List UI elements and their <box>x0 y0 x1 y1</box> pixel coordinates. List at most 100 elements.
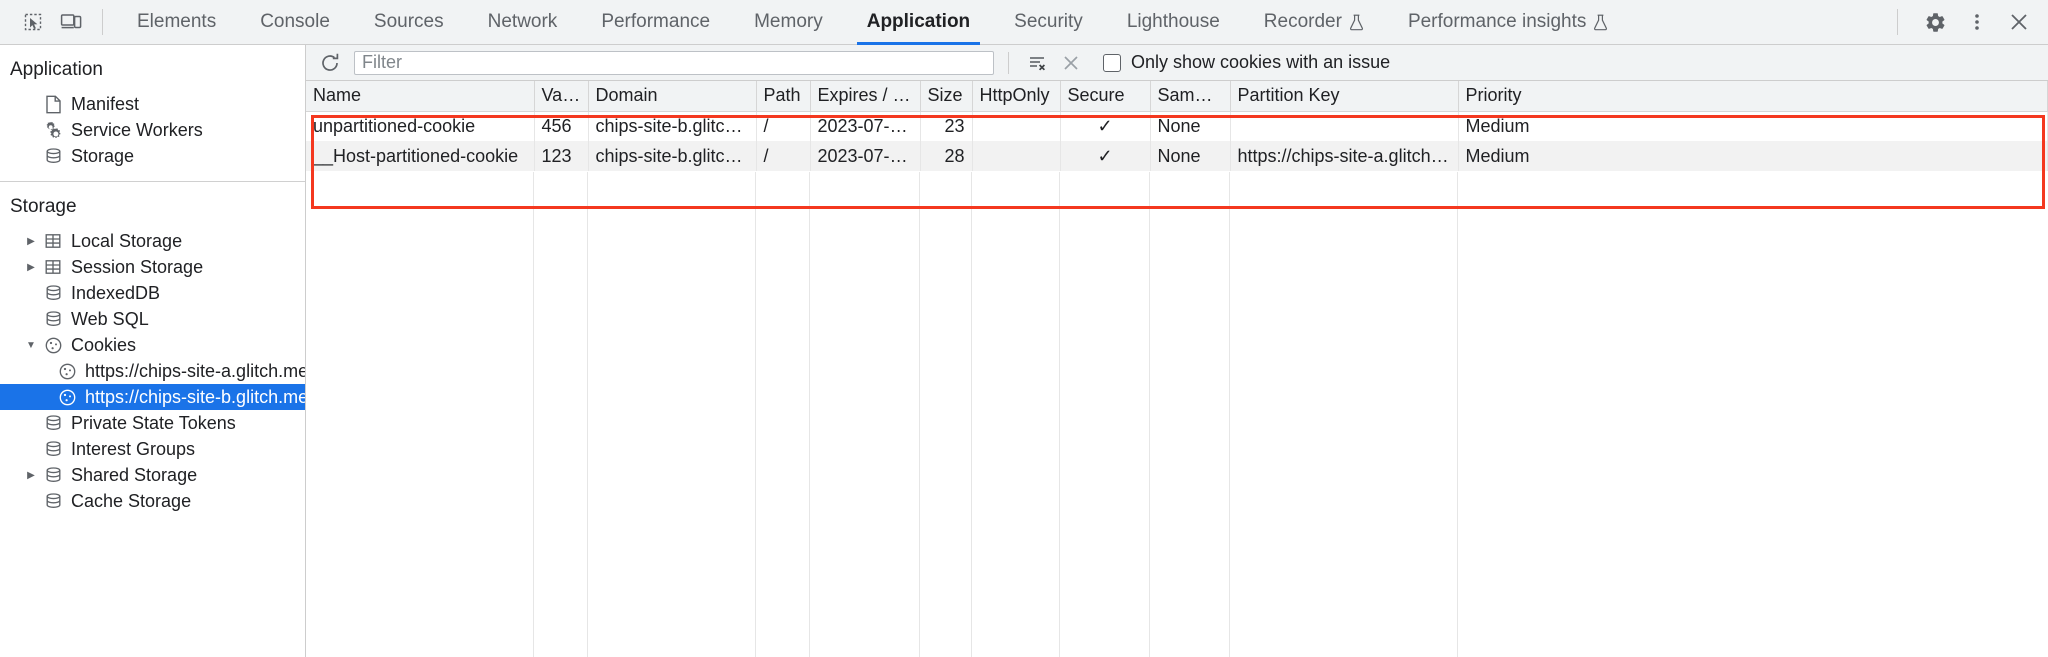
chevron-right-icon[interactable]: ▶ <box>27 469 35 481</box>
tab-recorder[interactable]: Recorder <box>1242 0 1386 45</box>
experiment-flask-icon <box>1349 14 1364 31</box>
tab-label: Console <box>260 11 330 32</box>
application-sidebar: Application ▶ Manifest ▶ <box>0 45 306 657</box>
tab-application[interactable]: Application <box>845 0 992 45</box>
tab-label: Network <box>487 11 558 32</box>
column-header-path[interactable]: Path <box>756 81 811 112</box>
toolbar-divider <box>102 9 103 35</box>
devtools-tab-bar: Elements Console Sources Network Perform… <box>0 0 2048 45</box>
tab-sources[interactable]: Sources <box>352 0 466 45</box>
sidebar-item-label: https://chips-site-a.glitch.me <box>85 360 306 381</box>
panel-tabs: Elements Console Sources Network Perform… <box>115 0 1891 45</box>
experiment-flask-icon <box>1593 14 1608 31</box>
sidebar-item-cache-storage[interactable]: ▶ Cache Storage <box>0 488 305 514</box>
sidebar-item-manifest[interactable]: ▶ Manifest <box>0 91 305 117</box>
tab-performance-insights[interactable]: Performance insights <box>1386 0 1630 45</box>
chevron-right-icon[interactable]: ▶ <box>27 261 35 273</box>
cookies-panel: Only show cookies with an issue <box>306 45 2048 657</box>
column-header-name[interactable]: Name <box>306 81 535 112</box>
column-header-priority[interactable]: Priority <box>1458 81 2048 112</box>
tab-performance[interactable]: Performance <box>579 0 732 45</box>
sidebar-item-cookies[interactable]: ▼ Cookies <box>0 332 305 358</box>
sidebar-item-label: Shared Storage <box>71 464 198 485</box>
tab-security[interactable]: Security <box>992 0 1105 45</box>
cell-name: unpartitioned-cookie <box>306 111 535 141</box>
sidebar-item-storage[interactable]: ▶ Storage <box>0 143 305 169</box>
application-section: Application ▶ Manifest ▶ <box>0 45 305 169</box>
cell-value: 456 <box>534 111 589 141</box>
cell-path: / <box>756 111 811 141</box>
more-vertical-icon[interactable] <box>1958 3 1996 41</box>
tab-label: Application <box>866 11 971 32</box>
column-header-size[interactable]: Size <box>920 81 973 112</box>
sidebar-item-label: Web SQL <box>71 308 149 329</box>
cell-samesite: None <box>1150 141 1231 171</box>
tab-lighthouse[interactable]: Lighthouse <box>1105 0 1242 45</box>
checkbox-box[interactable] <box>1103 53 1121 72</box>
column-header-secure[interactable]: Secure <box>1060 81 1151 112</box>
column-header-domain[interactable]: Domain <box>588 81 757 112</box>
sidebar-item-service-workers[interactable]: ▶ Service Workers <box>0 117 305 143</box>
cell-secure: ✓ <box>1060 111 1151 141</box>
sidebar-item-indexeddb[interactable]: ▶ IndexedDB <box>0 280 305 306</box>
document-icon <box>40 95 66 114</box>
cell-domain: chips-site-b.glitch.me <box>588 111 757 141</box>
table-header-row: Name Value Domain Path Expires / M... Si… <box>306 81 2048 112</box>
chevron-down-icon[interactable]: ▼ <box>26 339 36 351</box>
column-header-httponly[interactable]: HttpOnly <box>972 81 1061 112</box>
inspect-element-icon[interactable] <box>14 3 52 41</box>
tab-label: Performance <box>601 11 711 32</box>
column-header-samesite[interactable]: SameSite <box>1150 81 1231 112</box>
tab-console[interactable]: Console <box>238 0 352 45</box>
cell-secure: ✓ <box>1060 141 1151 171</box>
gear-icon[interactable] <box>1916 3 1954 41</box>
checkbox-label: Only show cookies with an issue <box>1131 52 1391 72</box>
sidebar-item-private-state-tokens[interactable]: ▶ Private State Tokens <box>0 410 305 436</box>
column-header-partition-key[interactable]: Partition Key <box>1230 81 1459 112</box>
tab-label: Sources <box>373 11 444 32</box>
close-icon[interactable] <box>2000 3 2038 41</box>
cell-expires: 2023-07-07… <box>810 141 921 171</box>
clear-x-icon[interactable] <box>1057 49 1085 77</box>
chevron-right-icon[interactable]: ▶ <box>27 235 35 247</box>
cell-samesite: None <box>1150 111 1231 141</box>
column-header-expires[interactable]: Expires / M... <box>810 81 921 112</box>
database-icon <box>40 440 66 459</box>
sidebar-item-web-sql[interactable]: ▶ Web SQL <box>0 306 305 332</box>
cell-expires: 2023-07-07… <box>810 111 921 141</box>
tab-label: Performance insights <box>1407 11 1587 32</box>
cell-httponly <box>972 111 1061 141</box>
cell-priority: Medium <box>1458 111 2048 141</box>
only-show-issues-checkbox[interactable]: Only show cookies with an issue <box>1103 52 1390 73</box>
table-row[interactable]: unpartitioned-cookie 456 chips-site-b.gl… <box>306 111 2048 141</box>
tab-label: Memory <box>754 11 823 32</box>
refresh-icon[interactable] <box>316 49 344 77</box>
column-header-value[interactable]: Value <box>534 81 589 112</box>
sidebar-item-label: Interest Groups <box>71 438 196 459</box>
sidebar-item-session-storage[interactable]: ▶ Session Storage <box>0 254 305 280</box>
table-icon <box>40 232 66 250</box>
tab-elements[interactable]: Elements <box>115 0 238 45</box>
sidebar-item-interest-groups[interactable]: ▶ Interest Groups <box>0 436 305 462</box>
table-icon <box>40 258 66 276</box>
clear-filters-icon[interactable] <box>1023 49 1051 77</box>
sidebar-item-cookies-site-b[interactable]: ▶ https://chips-site-b.glitch.me <box>0 384 305 410</box>
cell-size: 28 <box>920 141 973 171</box>
filter-input[interactable] <box>354 50 994 75</box>
toolbar-divider <box>1897 9 1898 35</box>
section-title-storage: Storage <box>10 196 77 217</box>
sidebar-item-shared-storage[interactable]: ▶ Shared Storage <box>0 462 305 488</box>
sidebar-item-label: Local Storage <box>71 230 183 251</box>
sidebar-item-label: Storage <box>71 145 135 166</box>
sidebar-item-cookies-site-a[interactable]: ▶ https://chips-site-a.glitch.me <box>0 358 305 384</box>
tab-network[interactable]: Network <box>466 0 580 45</box>
cell-value: 123 <box>534 141 589 171</box>
device-toolbar-icon[interactable] <box>52 3 90 41</box>
cell-domain: chips-site-b.glitch.me <box>588 141 757 171</box>
sidebar-item-local-storage[interactable]: ▶ Local Storage <box>0 228 305 254</box>
tabbar-actions <box>1891 3 2038 41</box>
tab-memory[interactable]: Memory <box>732 0 845 45</box>
table-row[interactable]: __Host-partitioned-cookie 123 chips-site… <box>306 141 2048 171</box>
database-icon <box>40 147 66 166</box>
cell-priority: Medium <box>1458 141 2048 171</box>
